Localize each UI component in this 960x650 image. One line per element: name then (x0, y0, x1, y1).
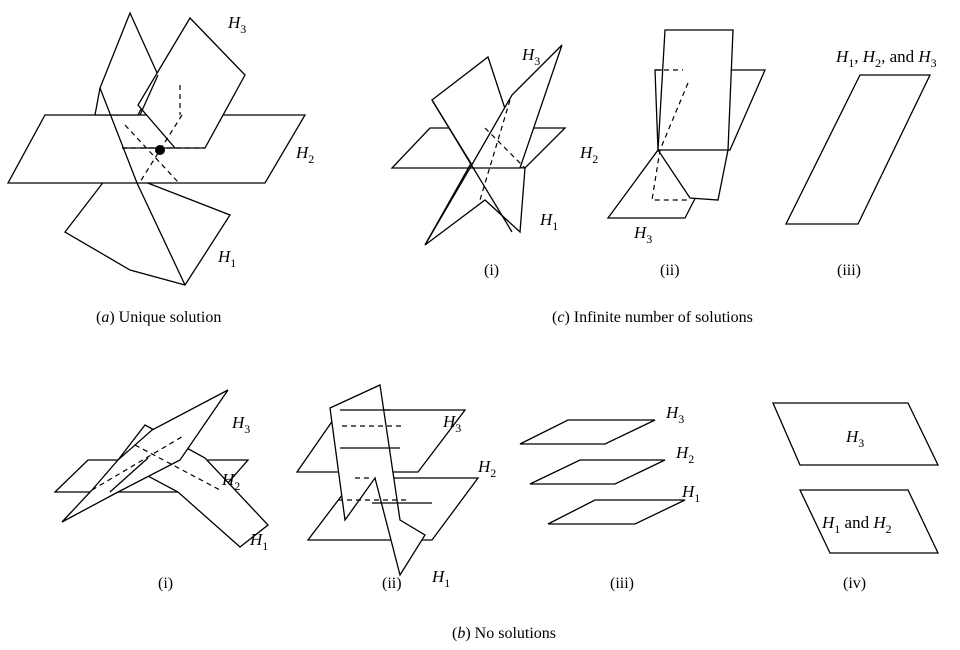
panel-c-sub-i: (i) (484, 262, 499, 279)
panel-c-sub-ii: (ii) (660, 262, 680, 279)
panel-b-ii-diagram: H3 H2 H1 (ii) (295, 384, 496, 592)
panel-c-i-label-h3: H3 (521, 45, 540, 68)
panel-b-i-label-h3: H3 (231, 413, 250, 436)
panel-b-i-plane-h3 (61, 389, 229, 523)
panel-c-i-plane-h3-b (468, 44, 563, 169)
panel-a-label-h2: H2 (295, 143, 314, 166)
panel-a-edge-2 (139, 74, 159, 116)
panel-c-i-edge-1 (431, 99, 513, 233)
panel-b-sub-iv: (iv) (843, 575, 866, 592)
panel-a-intersection-point (155, 145, 165, 155)
panel-b-no-solutions: H3 H2 H1 (i) H3 H2 H1 (ii) H3 H2 (53, 384, 940, 642)
panel-b-i-label-h1: H1 (249, 530, 268, 553)
panel-a-plane-h3-left (94, 11, 159, 116)
panel-c-ii-diagram: H3 (ii) (606, 29, 766, 279)
panel-b-i-dash-1 (91, 434, 186, 491)
panel-a-edge-1 (99, 87, 186, 286)
panel-c-iii-diagram: H1, H2, and H3 (iii) (784, 47, 937, 279)
panel-a-dash-3 (124, 124, 179, 183)
panel-b-i-diagram: H3 H2 H1 (i) (53, 389, 269, 592)
panel-a-caption: (a) Unique solution (96, 309, 221, 326)
panel-b-iii-label-h1: H1 (681, 482, 700, 505)
panel-b-ii-label-h2: H2 (477, 457, 496, 480)
panel-c-ii-dash-2 (651, 82, 690, 201)
panel-b-ii-plane-h1 (329, 384, 426, 577)
panel-b-sub-iii: (iii) (610, 575, 634, 592)
panel-c-i-label-h1: H1 (539, 210, 558, 233)
panel-b-sub-i: (i) (158, 575, 173, 592)
panel-c-infinite-solutions: H3 H2 H1 (i) H3 (ii) H1, H2, and H3 (iii… (390, 29, 937, 326)
panel-c-i-label-h2: H2 (579, 143, 598, 166)
panel-c-i-diagram: H3 H2 H1 (i) (390, 44, 598, 279)
panel-b-caption: (b) No solutions (452, 625, 556, 642)
panel-a-label-h3: H3 (227, 13, 246, 36)
panel-b-iv-label-h3: H3 (845, 427, 864, 450)
panel-a-plane-h1 (64, 179, 231, 286)
panel-b-iv-plane-h3 (772, 402, 940, 466)
panel-b-iv-diagram: H3 H1 and H2 (iv) (772, 402, 940, 592)
panel-b-iii-label-h3: H3 (665, 403, 684, 426)
panel-a-unique-solution: H3 H2 H1 (a) Unique solution (6, 11, 314, 326)
panel-c-iii-plane-all (784, 74, 932, 225)
panel-c-i-plane-h1 (424, 164, 526, 246)
panel-a-label-h1: H1 (217, 247, 236, 270)
panel-b-iii-label-h2: H2 (675, 443, 694, 466)
panel-b-ii-label-h3: H3 (442, 412, 461, 435)
panel-b-iv-label-h1h2: H1 and H2 (821, 513, 892, 536)
panel-b-i-label-h2: H2 (221, 470, 240, 493)
panel-b-iii-plane-h2 (529, 459, 666, 485)
panel-c-iii-label: H1, H2, and H3 (835, 47, 937, 70)
panel-c-caption: (c) Infinite number of solutions (552, 309, 753, 326)
panel-b-iii-plane-h1 (547, 499, 686, 525)
panel-b-sub-ii: (ii) (382, 575, 402, 592)
panel-c-sub-iii: (iii) (837, 262, 861, 279)
panel-c-ii-label-h3: H3 (633, 223, 652, 246)
panel-b-ii-label-h1: H1 (431, 567, 450, 590)
panel-c-i-dash-1 (484, 127, 526, 169)
panel-b-i-dash-2 (134, 444, 221, 491)
panel-c-i-edge-2 (424, 167, 471, 246)
panel-b-iii-diagram: H3 H2 H1 (iii) (519, 403, 700, 592)
panel-b-i-edge-1 (109, 457, 149, 493)
panel-b-iii-plane-h3 (519, 419, 656, 445)
panel-b-iv-plane-h1h2 (798, 489, 940, 554)
